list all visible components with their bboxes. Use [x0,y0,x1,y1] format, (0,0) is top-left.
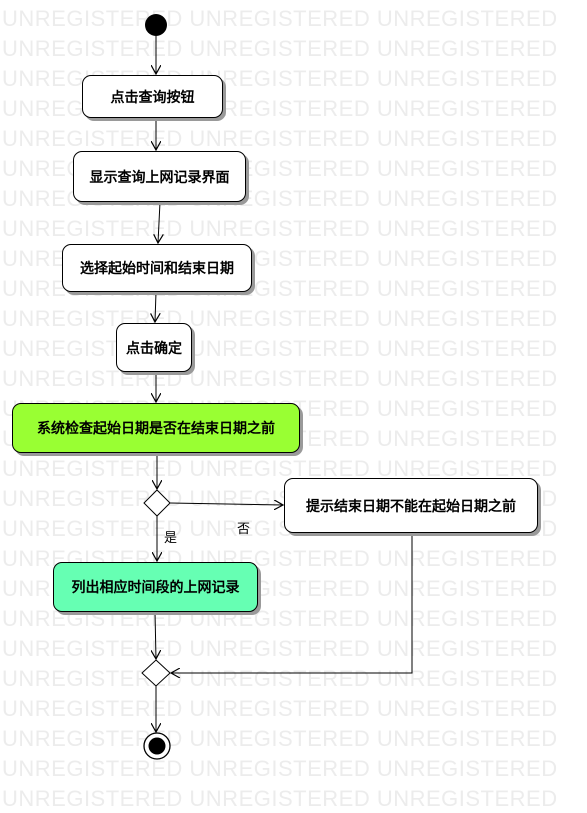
action-system-check: 系统检查起始日期是否在结束日期之前 [12,403,300,453]
flow-error-to-merge [171,533,413,673]
flow-select-to-ok [155,291,156,322]
initial-node [145,14,167,36]
action-show-query-ui: 显示查询上网记录界面 [73,151,246,202]
action-select-dates: 选择起始时间和结束日期 [62,244,252,292]
flow-decision-no [169,503,283,505]
action-click-ok: 点击确定 [116,323,192,372]
action-error-message: 提示结束日期不能在起始日期之前 [284,478,538,533]
guard-yes-label: 是 [164,531,178,546]
final-node-inner [148,737,166,755]
flow-show-to-select [158,201,160,243]
merge-node [141,659,171,687]
flow-list-to-merge [155,611,156,659]
action-list-records: 列出相应时间段的上网记录 [53,562,258,612]
action-click-query: 点击查询按钮 [82,75,223,118]
guard-no-label: 否 [237,522,251,537]
decision-node [143,489,171,517]
